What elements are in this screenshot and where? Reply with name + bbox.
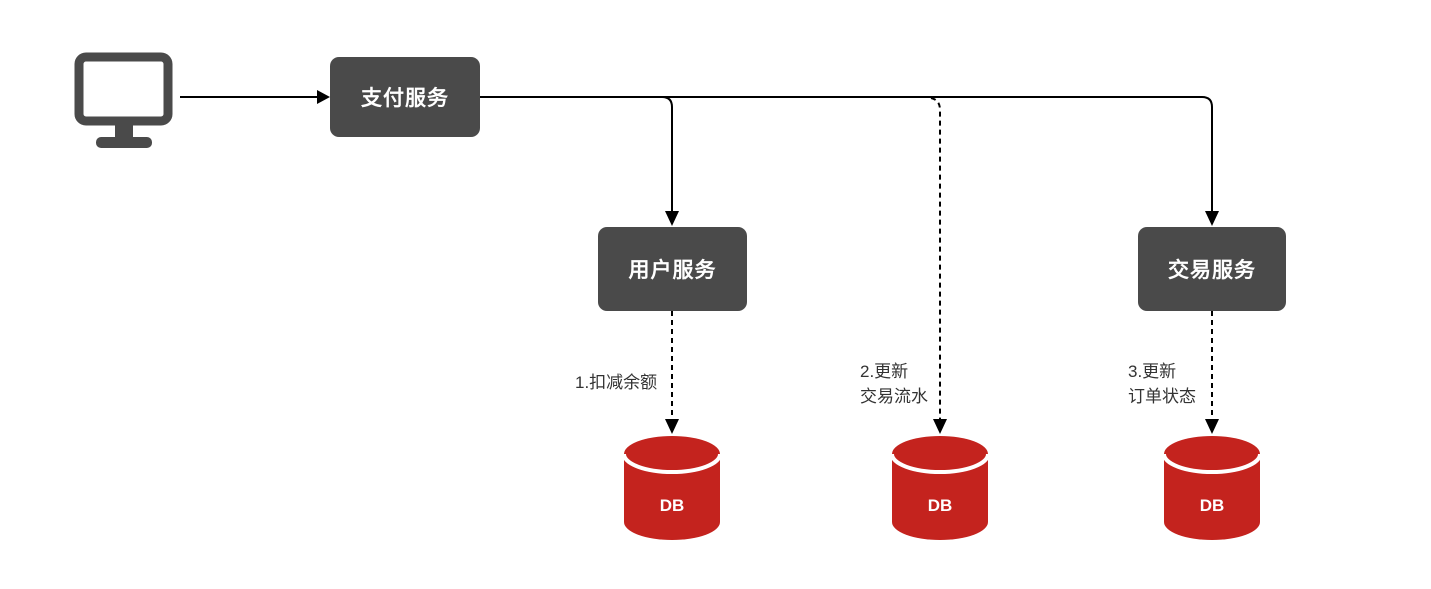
edge-label-deduct-balance: 1.扣减余额	[575, 373, 658, 392]
node-user-service: 用户服务	[598, 227, 747, 311]
node-trade-service-label: 交易服务	[1168, 259, 1256, 282]
db1-label: DB	[660, 496, 685, 515]
monitor-stand-base	[96, 137, 152, 148]
node-payment-service-label: 支付服务	[361, 87, 449, 110]
database-cylinder-3: DB	[1162, 436, 1262, 540]
arrowhead-into-db3	[1205, 419, 1219, 434]
arrowhead-into-user	[665, 211, 679, 226]
monitor-icon	[74, 52, 173, 148]
node-payment-service: 支付服务	[330, 57, 480, 137]
edge-payment-to-db2-dashed	[930, 97, 941, 419]
node-user-service-label: 用户服务	[628, 259, 717, 282]
arrowhead-into-db2	[933, 419, 947, 434]
arrowhead-into-payment	[317, 90, 330, 104]
db2-label: DB	[928, 496, 953, 515]
database-cylinder-2: DB	[890, 436, 990, 540]
database-cylinder-1: DB	[622, 436, 722, 540]
node-trade-service: 交易服务	[1138, 227, 1286, 311]
edge-payment-to-user	[661, 96, 673, 211]
arrowhead-into-trade	[1205, 211, 1219, 226]
edge-label-update-order-status: 3.更新 订单状态	[1128, 362, 1196, 406]
edge-payment-to-trade	[480, 96, 1213, 211]
edge-label-update-transaction-flow: 2.更新 交易流水	[860, 362, 928, 406]
monitor-stand-neck	[115, 121, 133, 139]
db3-label: DB	[1200, 496, 1225, 515]
arrowhead-into-db1	[665, 419, 679, 434]
